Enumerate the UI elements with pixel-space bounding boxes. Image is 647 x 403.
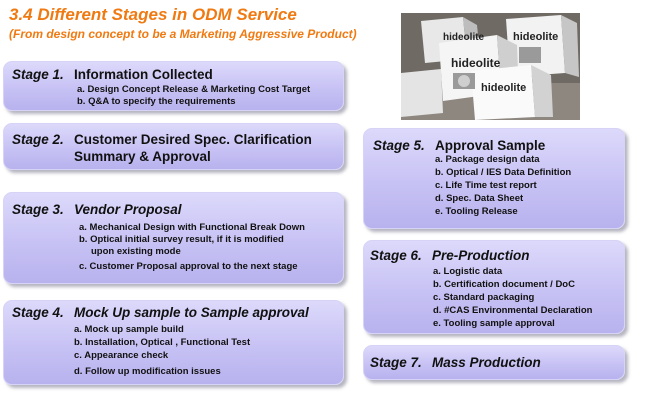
stage-3-items: a. Mechanical Design with Functional Bre… — [79, 222, 305, 273]
stage-title: Approval Sample — [435, 138, 546, 153]
brand-logo-text: hideolite — [513, 31, 558, 43]
stage-title: Mass Production — [432, 355, 541, 370]
list-item: b. Installation, Optical , Functional Te… — [74, 337, 251, 348]
stage-title-line: Customer Desired Spec. Clarification — [74, 132, 312, 147]
stage-7-card: Stage 7. Mass Production — [363, 345, 625, 380]
stage-4-card: Stage 4. Mock Up sample to Sample approv… — [3, 300, 344, 385]
list-item: b. Optical initial survey result, if it … — [79, 234, 284, 245]
list-item: b. Q&A to specify the requirements — [77, 96, 236, 107]
page-subtitle: (From design concept to be a Marketing A… — [9, 27, 357, 41]
stage-title: Vendor Proposal — [74, 202, 182, 217]
list-item: a. Design Concept Release & Marketing Co… — [77, 84, 311, 95]
stage-number: Stage 2. — [12, 132, 64, 147]
stage-title-line: Summary & Approval — [74, 149, 211, 164]
stage-6-header: Stage 6. Pre-Production — [370, 248, 530, 263]
stage-5-card: Stage 5. Approval Sample a. Package desi… — [363, 128, 625, 229]
stage-5-header: Stage 5. Approval Sample — [373, 138, 545, 153]
list-item: b. Optical / IES Data Definition — [435, 167, 572, 178]
stage-title: Information Collected — [74, 67, 213, 82]
list-item: d. #CAS Environmental Declaration — [433, 305, 593, 316]
list-item: c. Life Time test report — [435, 180, 537, 191]
stage-2-header: Stage 2. Customer Desired Spec. Clarific… — [12, 132, 312, 164]
stage-number: Stage 1. — [12, 67, 64, 82]
brand-logo-text: hideolite — [481, 82, 526, 94]
list-item: b. Certification document / DoC — [433, 279, 575, 290]
list-item: d. Spec. Data Sheet — [435, 193, 524, 204]
stage-6-items: a. Logistic data b. Certification docume… — [433, 266, 592, 330]
brand-logo-text: hideolite — [443, 32, 485, 43]
stage-5-items: a. Package design data b. Optical / IES … — [435, 154, 571, 218]
list-item: a. Mechanical Design with Functional Bre… — [79, 222, 305, 233]
stage-2-card: Stage 2. Customer Desired Spec. Clarific… — [3, 123, 344, 170]
stage-4-header: Stage 4. Mock Up sample to Sample approv… — [12, 305, 309, 320]
list-item: e. Tooling sample approval — [433, 318, 555, 329]
stage-1-header: Stage 1. Information Collected — [12, 67, 213, 82]
stage-number: Stage 5. — [373, 138, 425, 153]
stage-title: Pre-Production — [432, 248, 530, 263]
list-item: c. Standard packaging — [433, 292, 535, 303]
list-item: a. Package design data — [435, 154, 540, 165]
stage-7-header: Stage 7. Mass Production — [370, 355, 541, 370]
stage-6-card: Stage 6. Pre-Production a. Logistic data… — [363, 240, 625, 334]
list-item: e. Tooling Release — [435, 206, 518, 217]
brand-logo-text: hideolite — [451, 56, 501, 70]
stage-number: Stage 4. — [12, 305, 64, 320]
list-item: d. Follow up modification issues — [74, 366, 221, 377]
stage-number: Stage 7. — [370, 355, 422, 370]
stage-4-items: a. Mock up sample build b. Installation,… — [74, 324, 250, 378]
stage-3-header: Stage 3. Vendor Proposal — [12, 202, 182, 217]
list-item: upon existing mode — [91, 246, 181, 257]
stage-1-items: a. Design Concept Release & Marketing Co… — [77, 84, 310, 108]
stage-3-card: Stage 3. Vendor Proposal a. Mechanical D… — [3, 192, 344, 284]
stage-title: Mock Up sample to Sample approval — [74, 305, 309, 320]
page-title: 3.4 Different Stages in ODM Service — [9, 5, 297, 24]
list-item: c. Customer Proposal approval to the nex… — [79, 261, 298, 272]
product-boxes-image: hideolite hideolite hideolite hideolite — [401, 13, 580, 120]
product-photo: hideolite hideolite hideolite hideolite — [401, 13, 580, 120]
stage-number: Stage 3. — [12, 202, 64, 217]
list-item: a. Logistic data — [433, 266, 503, 277]
stage-number: Stage 6. — [370, 248, 422, 263]
list-item: a. Mock up sample build — [74, 324, 184, 335]
list-item: c. Appearance check — [74, 350, 169, 361]
stage-1-card: Stage 1. Information Collected a. Design… — [3, 61, 344, 111]
